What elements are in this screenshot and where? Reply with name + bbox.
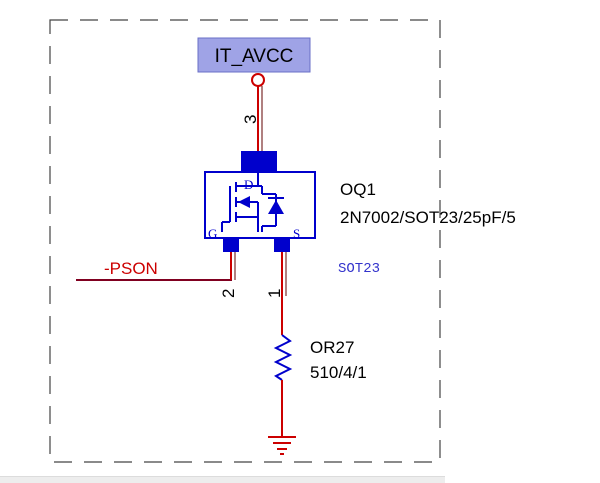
transistor-value: 2N7002/SOT23/25pF/5 <box>340 208 516 227</box>
power-port-box[interactable] <box>197 37 311 73</box>
mosfet-arrow <box>238 196 250 208</box>
drain-pad <box>241 151 277 171</box>
power-port-label: IT_AVCC <box>215 46 294 67</box>
source-pad <box>274 238 290 252</box>
mosfet-symbol <box>221 172 284 232</box>
transistor-package: SOT23 <box>338 261 380 277</box>
pin-letter-drain: D <box>244 177 253 192</box>
transistor-refdes: OQ1 <box>340 180 376 199</box>
pin-letter-source: S <box>293 226 300 241</box>
body-diode <box>268 200 284 214</box>
ground-icon <box>268 436 296 455</box>
pin-letter-gate: G <box>208 226 217 241</box>
gate-pad <box>223 238 239 252</box>
resistor-value: 510/4/1 <box>310 363 367 382</box>
pin-number-source: 1 <box>265 289 284 298</box>
pin-number-drain: 3 <box>241 115 260 124</box>
pin-number-gate: 2 <box>219 289 238 298</box>
power-port-connector <box>251 73 265 87</box>
bottom-scrollbar-strip[interactable] <box>0 476 445 483</box>
resistor-symbol[interactable] <box>273 334 293 381</box>
net-psON-label: -PSON <box>104 259 158 278</box>
transistor-body[interactable] <box>204 171 316 239</box>
resistor-refdes: OR27 <box>310 338 354 357</box>
dashed-boundary <box>49 19 441 463</box>
